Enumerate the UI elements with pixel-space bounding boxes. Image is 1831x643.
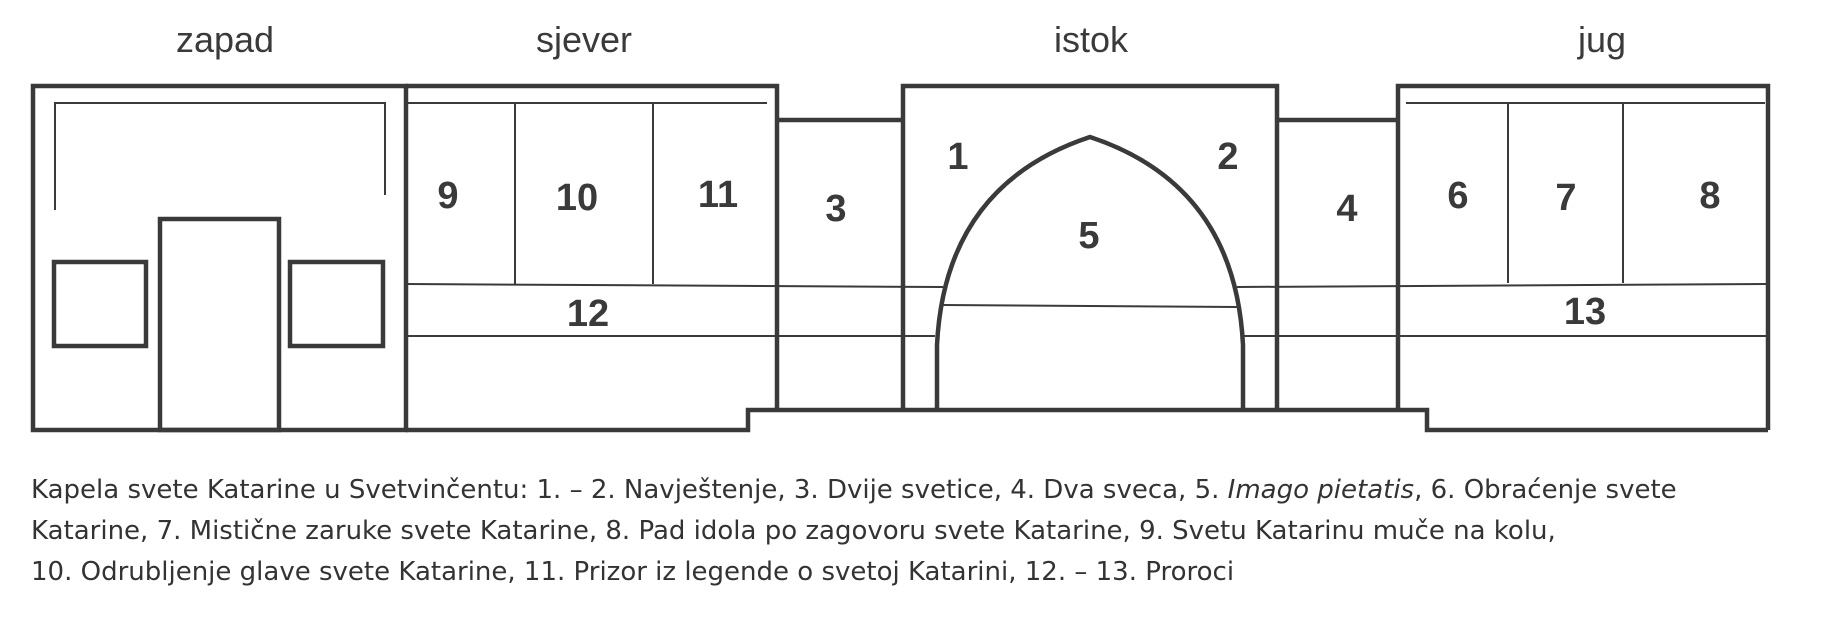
caption-line-1-start: Kapela svete Katarine u Svetvinčentu: 1.… [31, 475, 1228, 505]
field-number-5: 5 [1078, 215, 1099, 257]
field-number-6: 6 [1447, 175, 1468, 217]
west-wall [30, 83, 409, 433]
caption-italic-title: Imago pietatis [1227, 475, 1415, 505]
west-door [157, 216, 282, 433]
east-wall [900, 83, 1280, 410]
field-number-12: 12 [567, 293, 609, 335]
floor-line [406, 407, 1768, 433]
field-number-2: 2 [1217, 136, 1238, 178]
field-number-13: 13 [1564, 291, 1606, 333]
caption-line-2: Katarine, 7. Mistične zaruke svete Katar… [31, 516, 1556, 546]
field-number-7: 7 [1555, 177, 1576, 219]
west-window-right [287, 259, 386, 349]
caption-line-1-end: , 6. Obraćenje svete [1414, 475, 1677, 505]
west-window-left [51, 259, 149, 349]
field-number-3: 3 [825, 188, 846, 230]
field-number-4: 4 [1336, 188, 1357, 230]
field-number-9: 9 [437, 175, 458, 217]
south-wall [1236, 83, 1771, 430]
caption-line-1: Kapela svete Katarine u Svetvinčentu: 1.… [31, 470, 1831, 511]
wall-label-west: zapad [176, 19, 274, 60]
wall-label-east: istok [1054, 19, 1129, 60]
field-number-10: 10 [556, 177, 598, 219]
chapel-wall-diagram: zapad sjever istok jug 1 [30, 19, 1771, 433]
field-number-8: 8 [1699, 175, 1720, 217]
field-number-11: 11 [698, 174, 738, 216]
figure-caption: Kapela svete Katarine u Svetvinčentu: 1.… [31, 470, 1831, 593]
field-number-1: 1 [947, 136, 968, 178]
caption-line-3: 10. Odrubljenje glave svete Katarine, 11… [31, 557, 1235, 587]
east-arch [934, 134, 1246, 410]
north-wall [405, 83, 944, 410]
wall-label-south: jug [1577, 19, 1626, 60]
wall-label-north: sjever [536, 19, 632, 60]
